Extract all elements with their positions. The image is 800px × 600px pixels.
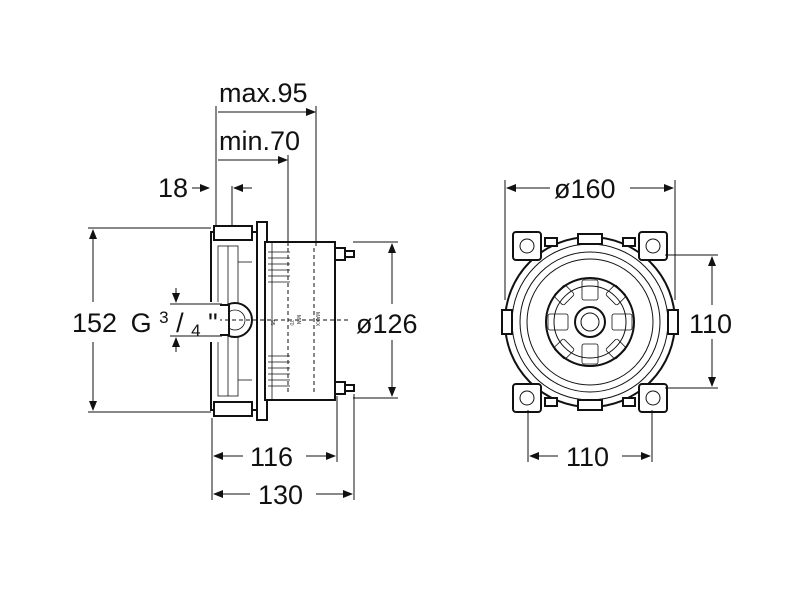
side-view: MIN 70 95 MAXX max.95 min.70 18 [70,78,428,510]
dim-flange-diameter: ø160 [554,174,616,204]
spoke-slots [547,279,633,365]
dim-depth-116: 116 [250,442,293,472]
hole-bottom-left [519,390,535,406]
pin-bottom-tip [344,384,355,392]
boss-bottom-left [512,383,542,413]
dim-hole-spacing-v: 110 [689,309,732,339]
hole-bottom-right [645,390,661,406]
pin-top-tip [344,250,355,258]
marking-70: 70 [288,320,294,326]
dim-height: 152 [72,308,117,338]
dim-offset: 18 [158,173,188,203]
marking-95: 95 [269,320,275,326]
hole-top-left [519,238,535,254]
mounting-bosses [512,231,668,413]
dim-max-depth: max.95 [219,78,308,108]
dim-depth-130: 130 [258,480,303,510]
front-view: ø160 110 110 [501,174,738,472]
rim-notches [501,233,679,411]
boss-bottom-right [638,383,668,413]
hole-top-right [645,238,661,254]
flange-ring-2 [519,251,661,393]
dim-min-depth: min.70 [219,126,300,156]
dim-thread-num: 3 [159,308,168,327]
dim-body-diameter: ø126 [356,309,418,339]
center-bore [580,312,600,332]
boss-top-left [512,231,542,261]
pin-top-base [334,247,346,261]
front-box-slots [268,251,290,387]
body-outline [526,258,654,386]
dim-hole-spacing-h: 110 [566,442,609,472]
marking-max: MAXX [314,312,320,327]
dim-thread-den: 4 [191,321,200,340]
boss-top-right [638,231,668,261]
label-mask-dia [356,304,428,340]
front-box [264,241,336,401]
pin-bottom-base [334,381,346,395]
housing-top-lug [213,225,253,241]
housing-bottom-lug [213,401,253,417]
inner-disc-ring [553,285,627,359]
label-mask-110 [688,305,738,339]
center-hub [574,306,606,338]
dim-thread-mark: " [208,308,218,338]
dim-height-label: 152 G 3 / 4 " [72,299,218,342]
dim-thread: G [131,308,152,338]
label-mask [70,302,220,342]
